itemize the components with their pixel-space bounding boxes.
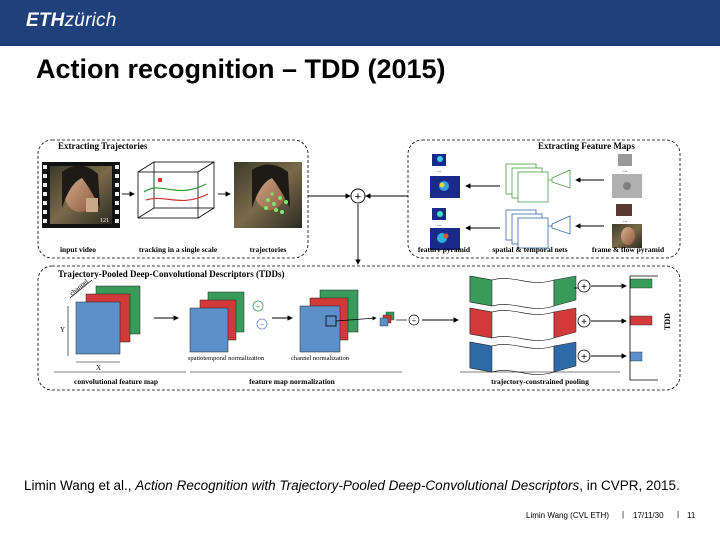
slide-title: Action recognition – TDD (2015)	[36, 54, 446, 84]
label-spatiotemporal-norm: spatiotemporal normalization	[188, 355, 265, 362]
extracting-trajectories-panel: Extracting Trajectories 121	[37, 139, 309, 259]
label-trajectory-pooling: trajectory-constrained pooling	[491, 377, 589, 386]
svg-text:...: ...	[623, 218, 628, 224]
label-frame-flow-pyramid: frame & flow pyramid	[592, 245, 665, 254]
channel-norm-stack: channel normalization	[291, 289, 359, 362]
trajectory-tubes	[469, 275, 577, 375]
citation-paper-title: Action Recognition with Trajectory-Poole…	[135, 478, 580, 493]
extracting-feature-maps-panel: Extracting Feature Maps ... ...	[407, 139, 681, 259]
spatiotemporal-norm-stack: ÷ ÷ spatiotemporal normalization	[188, 291, 268, 362]
footer-date: 17/11/30	[633, 511, 664, 520]
input-video-image: 121	[42, 162, 120, 228]
footer-separator: |	[622, 510, 625, 519]
svg-text:+: +	[581, 282, 587, 293]
footer-author: Limin Wang (CVL ETH)	[526, 511, 609, 520]
combine-plus-icon	[350, 188, 366, 204]
footer-separator: |	[677, 510, 680, 519]
eth-logo: ETHzürich	[26, 10, 117, 31]
footer-page-number: 11	[687, 511, 696, 520]
connector-arrows: +	[308, 188, 408, 265]
pooling-sums: + + + TDD	[574, 275, 672, 381]
citation-venue: , in CVPR, 2015.	[579, 478, 680, 493]
svg-text:...: ...	[623, 168, 628, 174]
svg-text:÷: ÷	[260, 320, 265, 329]
label-channel-norm: channel normalization	[291, 355, 350, 362]
label-feature-pyramid: feature pyramid	[418, 245, 471, 254]
label-conv-feature-map: convolutional feature map	[74, 377, 158, 386]
frame-flow-pyramid: ... ...	[612, 154, 642, 248]
svg-text:÷: ÷	[412, 316, 417, 325]
citation: Limin Wang et al., Action Recognition wi…	[24, 478, 680, 493]
label-trajectories: trajectories	[250, 245, 287, 254]
tdd-output-label: TDD	[663, 313, 672, 330]
sum-plus-icon-red	[577, 314, 591, 328]
label-input-video: input video	[60, 245, 96, 254]
axis-y: Y	[60, 326, 65, 334]
feature-pyramid-maps: ... ...	[430, 154, 460, 250]
sum-plus-icon-green	[577, 279, 591, 293]
axis-x: X	[96, 364, 101, 372]
frame-counter: 121	[100, 218, 109, 224]
spatial-temporal-nets	[505, 163, 571, 203]
panel-title-trajectories: Extracting Trajectories	[58, 141, 148, 151]
svg-text:...: ...	[437, 222, 442, 228]
svg-text:+: +	[355, 191, 361, 203]
tdd-pipeline-diagram: Extracting Trajectories 121	[30, 128, 690, 398]
header-bar: ETHzürich	[0, 0, 720, 46]
svg-text:÷: ÷	[256, 302, 261, 311]
label-feature-map-norm: feature map normalization	[249, 377, 336, 386]
label-spatial-temporal-nets: spatial & temporal nets	[492, 245, 567, 254]
tdd-panel: Trajectory-Pooled Deep-Convolutional Des…	[37, 265, 681, 391]
svg-text:...: ...	[437, 168, 442, 174]
conv-feature-map: channel Y X	[60, 277, 141, 372]
svg-text:+: +	[581, 352, 587, 363]
pooled-stack: ÷	[379, 311, 420, 327]
trajectories-image	[234, 162, 302, 228]
svg-text:+: +	[581, 317, 587, 328]
panel-title-feature-maps: Extracting Feature Maps	[538, 141, 635, 151]
divide-icon-blue	[256, 318, 268, 330]
divide-icon	[408, 314, 420, 326]
divide-icon-green	[252, 300, 264, 312]
label-tracking: tracking in a single scale	[139, 245, 218, 254]
sum-plus-icon-blue	[577, 349, 591, 363]
tracking-cube	[137, 161, 215, 219]
panel-title-tdd: Trajectory-Pooled Deep-Convolutional Des…	[58, 269, 285, 279]
citation-authors: Limin Wang et al.,	[24, 478, 136, 493]
